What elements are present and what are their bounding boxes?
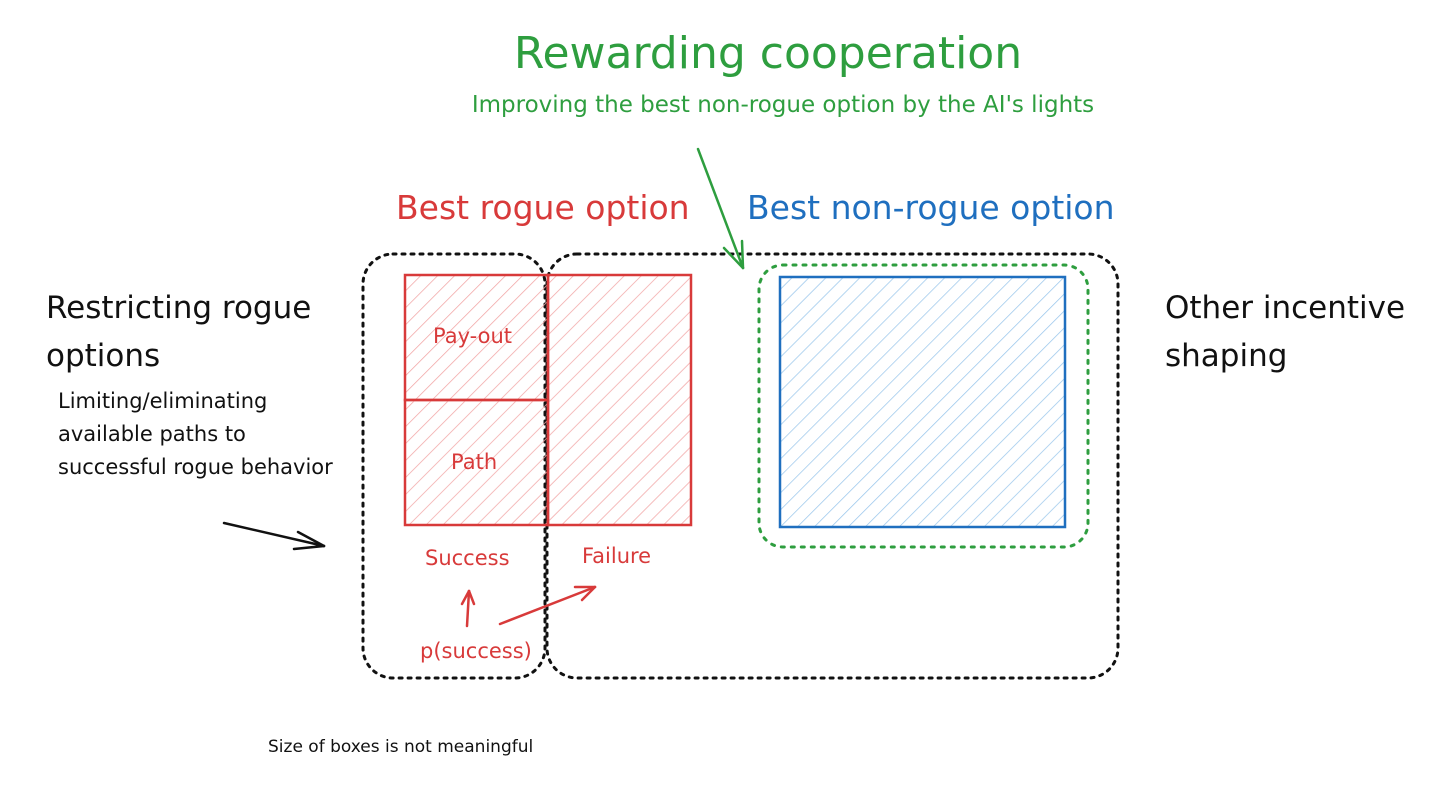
title-rewarding-cooperation: Rewarding cooperation — [513, 28, 1023, 79]
description-limiting-paths: Limiting/eliminating available paths to … — [58, 389, 333, 479]
failure-box — [546, 273, 693, 527]
footnote-size-note: Size of boxes is not meaningful — [268, 737, 534, 757]
green-arrow — [696, 147, 745, 270]
heading-other-incentive-shaping: Other incentive shaping — [1165, 290, 1406, 374]
label-success: Success — [425, 546, 510, 570]
label-payout: Pay-out — [433, 324, 513, 348]
best-nonrogue-box — [778, 275, 1067, 529]
label-best-nonrogue-option: Best non-rogue option — [747, 188, 1115, 227]
cooperation-highlight — [757, 263, 1090, 549]
payout-box — [403, 273, 550, 402]
path-box — [403, 398, 550, 527]
black-arrow — [222, 521, 326, 551]
label-p-success: p(success) — [420, 639, 532, 663]
heading-restricting-rogue-options: Restricting rogue options — [46, 290, 312, 374]
label-path: Path — [451, 450, 498, 474]
red-arrow-failure — [498, 585, 597, 626]
label-failure: Failure — [582, 544, 652, 568]
subtitle-improving: Improving the best non-rogue option by t… — [471, 92, 1095, 118]
label-best-rogue-option: Best rogue option — [396, 188, 690, 227]
red-arrow-success — [460, 589, 476, 628]
